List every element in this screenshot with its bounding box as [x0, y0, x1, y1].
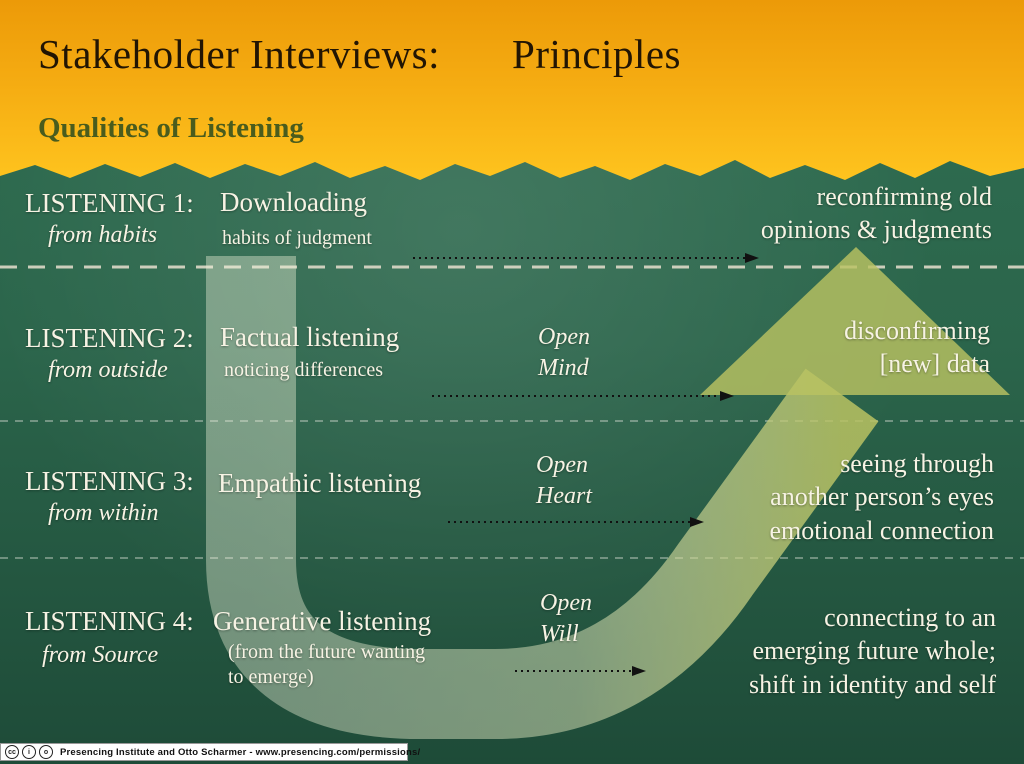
- slide-title-left: Stakeholder Interviews:: [38, 31, 441, 77]
- listening4-sublabel: (from the future wanting to emerge): [228, 641, 426, 688]
- listening4-open: Open Will: [540, 590, 592, 648]
- cc-icon: cc: [5, 745, 19, 759]
- listening1-origin: from habits: [48, 222, 158, 248]
- license-text: Presencing Institute and Otto Scharmer -…: [60, 746, 421, 758]
- sa-icon: o: [39, 745, 53, 759]
- listening3-open: Open Heart: [536, 452, 592, 510]
- listening2-outcome: disconfirming [new] data: [844, 316, 990, 379]
- listening3-outcome: seeing through another person’s eyes emo…: [769, 449, 994, 545]
- listening2-origin: from outside: [48, 357, 168, 383]
- slide-subtitle: Qualities of Listening: [38, 112, 304, 144]
- dotted-arrow-3: [448, 517, 704, 527]
- listening4-label: Generative listening: [213, 606, 432, 636]
- slide-title-right: Principles: [512, 31, 682, 77]
- listening4-origin: from Source: [42, 642, 159, 668]
- listening3-label: Empathic listening: [218, 468, 422, 498]
- listening3-level: LISTENING 3:: [25, 466, 194, 496]
- dotted-arrow-4: [515, 666, 646, 676]
- listening2-open: Open Mind: [538, 324, 590, 382]
- listening2-sublabel: noticing differences: [224, 359, 384, 381]
- slide-title: Stakeholder Interviews: Principles: [38, 30, 681, 78]
- dotted-arrow-2: [432, 391, 734, 401]
- license-bar: cc i o Presencing Institute and Otto Sch…: [0, 743, 420, 761]
- listening4-outcome: connecting to an emerging future whole; …: [749, 603, 996, 699]
- listening1-outcome: reconfirming old opinions & judgments: [760, 182, 992, 245]
- listening1-level: LISTENING 1:: [25, 188, 194, 218]
- listening2-label: Factual listening: [220, 322, 400, 352]
- u-arrow-shape: [206, 247, 1010, 739]
- listening2-level: LISTENING 2:: [25, 323, 194, 353]
- dotted-arrow-1: [413, 253, 759, 263]
- listening1-sublabel: habits of judgment: [222, 227, 372, 249]
- listening1-label: Downloading: [220, 187, 367, 217]
- title-band: Stakeholder Interviews: Principles Quali…: [0, 0, 1024, 180]
- by-icon: i: [22, 745, 36, 759]
- listening4-level: LISTENING 4:: [25, 606, 194, 636]
- listening3-origin: from within: [48, 500, 159, 526]
